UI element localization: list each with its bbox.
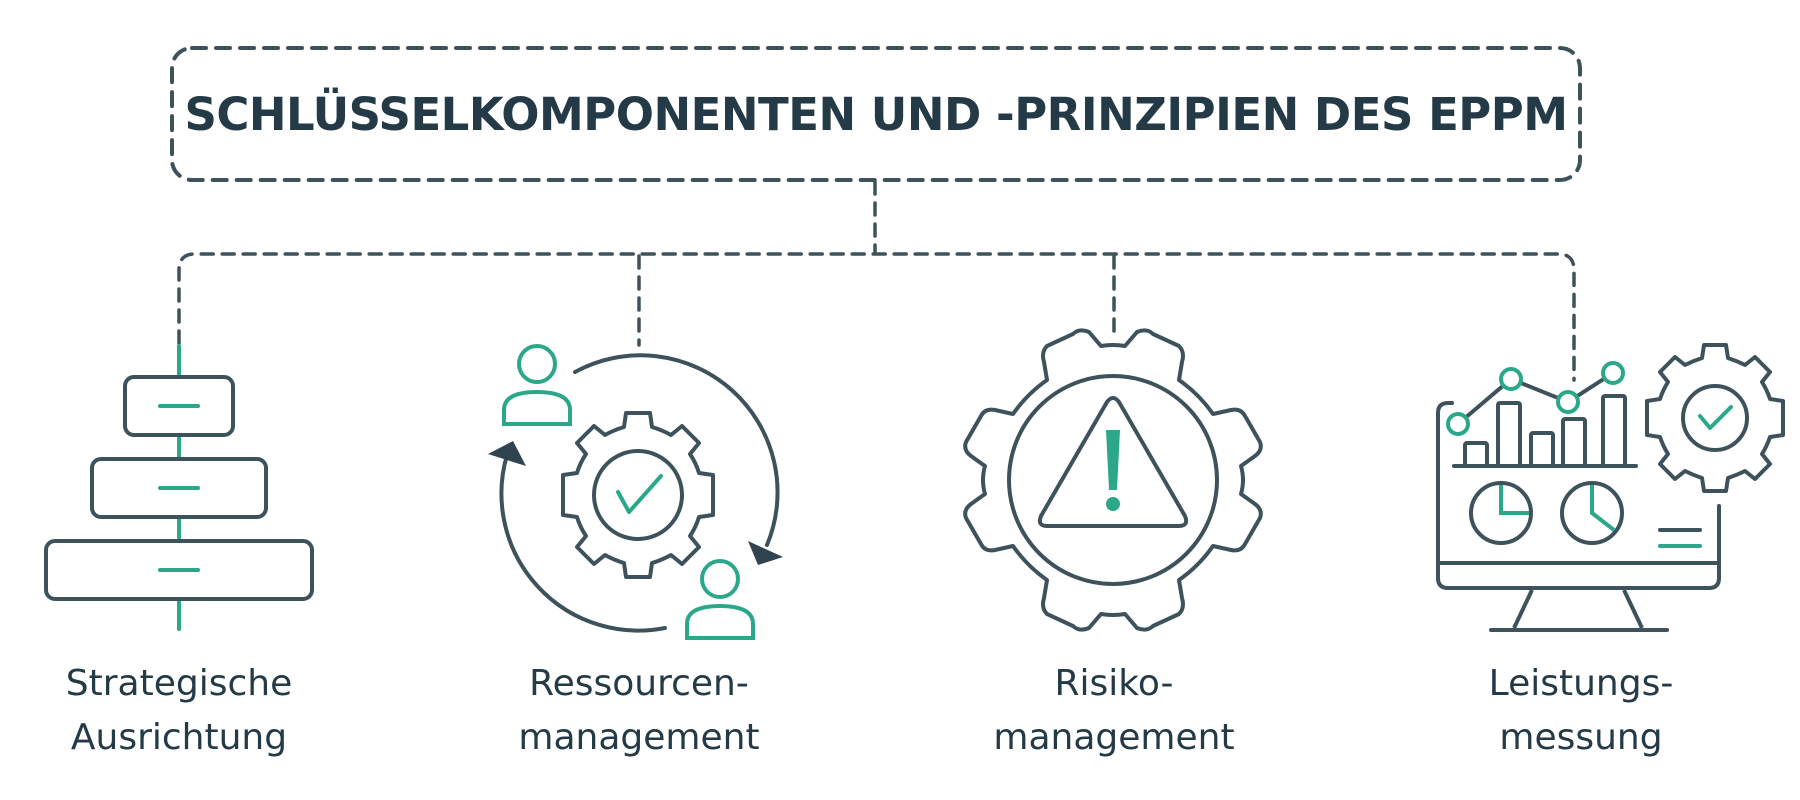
person-icon [502,344,572,426]
label-line-2: Ausrichtung [70,717,288,758]
label-risk-management: Risiko- management [934,657,1294,765]
pie-chart-icon [1469,481,1533,545]
title-box [170,46,1582,182]
monitor-chart-gear-icon [1436,343,1785,632]
bar-chart-icon [1463,394,1627,468]
label-line-1: Ressourcen- [529,663,749,704]
person-icon [685,559,755,640]
gear-icon [561,411,715,579]
label-resource-management: Ressourcen- management [459,657,819,765]
page-title: SCHLÜSSELKOMPONENTEN UND -PRINZIPIEN DES… [184,87,1568,141]
data-point-markers [1446,361,1625,436]
label-line-2: messung [1499,717,1663,758]
label-line-1: Strategische [65,663,293,704]
pie-chart-icon [1560,481,1624,545]
label-line-2: management [518,717,760,758]
gear-warning-icon [963,328,1263,632]
label-line-1: Risiko- [1054,663,1174,704]
stacked-boxes-hierarchy-icon [44,344,314,631]
label-strategic-alignment: Strategische Ausrichtung [0,657,359,765]
connector-lines [177,180,1576,382]
label-performance-measurement: Leistungs- messung [1401,657,1761,765]
label-line-2: management [993,717,1235,758]
gear-check-icon [1645,343,1785,493]
label-line-1: Leistungs- [1488,663,1674,704]
gear-cycle-people-icon [488,344,783,640]
